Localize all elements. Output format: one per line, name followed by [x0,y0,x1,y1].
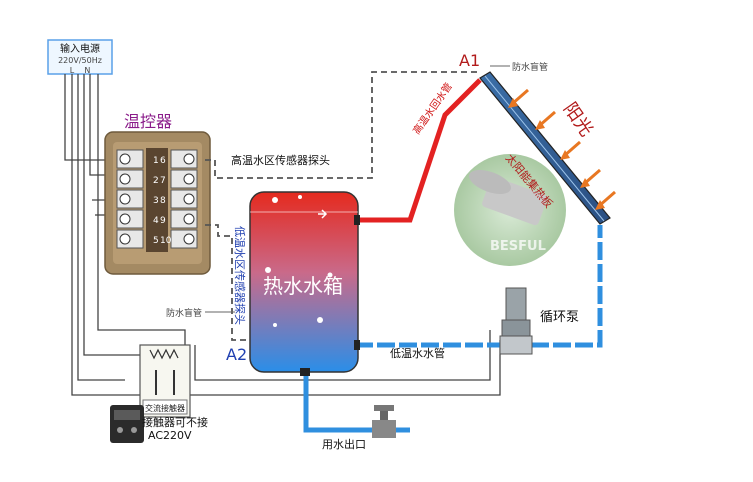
controller-num-7: 7 [160,176,166,186]
controller-num-6: 6 [160,156,166,166]
brand-watermark: BESFUL [490,239,546,254]
controller-num-2: 2 [153,176,159,186]
sleeve-label-a2: 防水盲管 [166,307,202,319]
controller-title: 温控器 [124,112,172,131]
sunlight-label: 阳光 [559,99,597,141]
a1-label: A1 [459,51,480,70]
controller-num-4: 4 [153,216,159,226]
controller-num-8: 8 [160,196,166,206]
contactor-box-label: 交流接触器 [145,403,185,413]
ac-contactor: 交流接触器 [110,344,191,443]
controller-terminals-left [116,149,144,249]
controller-terminals-right [170,149,198,249]
controller-num-5: 5 [153,236,159,246]
controller-num-1: 1 [153,156,159,166]
sensor-leads [205,71,478,341]
sun-arrows [508,88,616,210]
outlet-valve [372,405,396,438]
contactor-voltage: AC220V [148,429,192,442]
temperature-controller: 1 2 3 4 5 6 7 8 9 10 [104,131,211,275]
controller-num-10: 10 [160,236,172,246]
a2-label: A2 [226,345,247,364]
power-title: 输入电源 [60,42,100,55]
power-spec: 220V/50Hz [58,56,102,65]
pump-label: 循环泵 [540,310,579,325]
outlet-label: 用水出口 [322,437,366,451]
hot-water-tank [249,191,360,376]
sleeve-label-a1: 防水盲管 [512,61,548,73]
power-input-block: 输入电源 220V/50Hz L N [47,39,113,75]
high-sensor-label: 高温水区传感器探头 [231,153,330,167]
collector-photo: BESFUL [454,154,566,266]
circulation-pump [499,287,533,355]
controller-num-3: 3 [153,196,159,206]
controller-num-9: 9 [160,216,166,226]
contactor-note: 接触器可不接 [142,415,208,429]
low-sensor-label: 低温水区传感器探头 [233,226,246,325]
hot-return-pipe [355,78,482,223]
solar-collector-panel [479,71,611,225]
cold-pipe [355,225,603,348]
power-terminals: L N [70,66,91,75]
tank-label: 热水水箱 [263,274,343,298]
low-pipe-label: 低温水水管 [390,346,445,360]
